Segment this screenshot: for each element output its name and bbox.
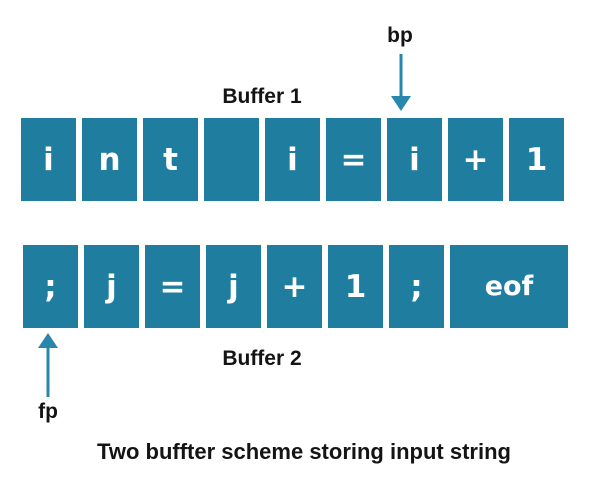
buffer1-row: i n t i = i + 1 [21,118,564,201]
buffer1-cell: i [387,118,442,201]
buffer2-cell: + [267,245,322,328]
buffer1-cell: i [265,118,320,201]
buffer1-cell: + [448,118,503,201]
diagram-caption: Two buffter scheme storing input string [97,439,511,464]
buffer1-cell: = [326,118,381,201]
buffer1-cell: n [82,118,137,201]
buffer2-cell: ; [23,245,78,328]
buffer1-cell [204,118,259,201]
buffer2-label: Buffer 2 [222,347,302,370]
buffer1-cell: i [21,118,76,201]
fp-pointer-label: fp [38,400,58,423]
buffer2-row: ; j = j + 1 ; eof [23,245,568,328]
buffer2-cell: 1 [328,245,383,328]
buffer1-cell: 1 [509,118,564,201]
buffer2-cell: j [84,245,139,328]
buffer2-cell: ; [389,245,444,328]
bp-pointer-label: bp [387,24,413,47]
buffer2-cell: j [206,245,261,328]
bp-down-arrow-icon [391,54,411,111]
buffer1-label: Buffer 1 [222,85,302,108]
fp-up-arrow-icon [38,333,58,397]
buffer2-cell: = [145,245,200,328]
buffer2-eof-cell: eof [450,245,568,328]
buffer1-cell: t [143,118,198,201]
